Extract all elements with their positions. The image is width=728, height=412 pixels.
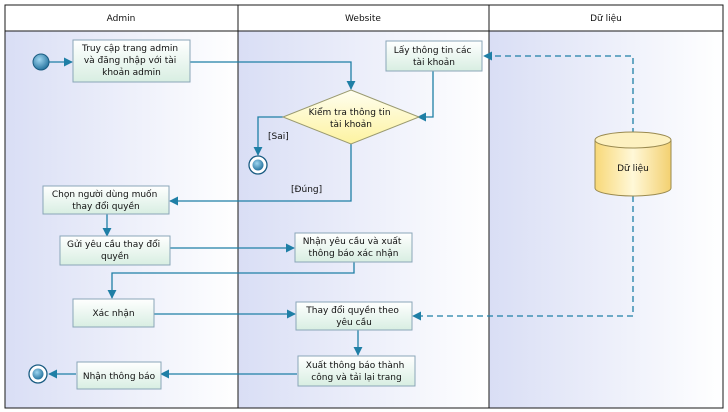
action-choose-user-text: Chọn người dùng muốn thay đổi quyền <box>52 189 160 212</box>
start-node <box>32 53 50 71</box>
action-receive-notice-box <box>76 361 162 390</box>
lane-admin-header <box>5 5 238 31</box>
lane-admin-title: Admin <box>107 14 136 24</box>
action-login-box <box>72 39 191 83</box>
action-choose-user-line-1: Chọn người dùng muốn <box>52 189 157 200</box>
datastore: Dữ liệu <box>594 131 672 197</box>
action-output-result-line-1: Xuất thông báo thành <box>306 360 405 371</box>
guard-true: [Đúng] <box>291 185 322 195</box>
flow-accounts-to-check <box>417 71 434 122</box>
decision-check-line-2: tài khoản <box>330 119 372 130</box>
action-confirm-line-1: Xác nhận <box>92 309 134 319</box>
action-change-permission: Thay đổi quyền theo yêu cầu <box>295 301 413 331</box>
action-send-request-line-1: Gửi yêu cầu thay đổi <box>67 239 160 250</box>
action-login-text: Truy cập trang admin và đăng nhập với tà… <box>81 44 181 78</box>
decision-check-line-1: Kiểm tra thông tin <box>309 107 391 118</box>
action-receive-notice: Nhận thông báo <box>76 361 162 390</box>
flow-check-to-end-false <box>253 116 283 156</box>
action-receive-request-line-1: Nhận yêu cầu và xuất <box>303 236 402 247</box>
action-login-line-3: khoản admin <box>102 67 161 78</box>
action-get-accounts-box <box>385 40 483 72</box>
action-receive-request-box <box>294 232 413 263</box>
lane-website-body <box>238 31 489 408</box>
datastore-body <box>594 140 672 197</box>
action-get-accounts-line-1: Lấy thông tin các <box>394 45 472 56</box>
flows <box>48 51 634 379</box>
action-output-result-line-2: công và tải lại trang <box>311 372 401 383</box>
action-receive-request-line-2: thông báo xác nhận <box>309 248 399 259</box>
action-send-request-box <box>59 235 171 266</box>
action-login-line-1: Truy cập trang admin <box>81 44 178 54</box>
action-change-permission-line-1: Thay đổi quyền theo <box>305 305 399 316</box>
action-send-request-line-2: quyền <box>101 251 129 262</box>
decision-check: Kiểm tra thông tin tài khoản <box>281 89 421 145</box>
lane-data-header <box>489 5 723 31</box>
end-node-final <box>28 364 48 384</box>
action-get-accounts: Lấy thông tin các tài khoản <box>385 40 483 72</box>
action-choose-user-box <box>42 185 170 215</box>
action-output-result-text: Xuất thông báo thành công và tải lại tra… <box>306 360 407 383</box>
action-send-request: Gửi yêu cầu thay đổi quyền <box>59 235 171 266</box>
lane-data-body <box>489 31 723 408</box>
action-confirm-text: Xác nhận <box>92 309 134 319</box>
action-receive-notice-line-1: Nhận thông báo <box>83 371 156 382</box>
flow-receive-to-confirm <box>107 262 355 299</box>
action-confirm: Xác nhận <box>72 298 155 328</box>
datastore-top <box>594 131 672 149</box>
action-receive-notice-text: Nhận thông báo <box>83 371 156 382</box>
action-output-result: Xuất thông báo thành công và tải lại tra… <box>297 355 416 387</box>
action-login-line-2: và đăng nhập với tài <box>84 55 176 66</box>
action-change-permission-line-2: yêu cầu <box>336 317 372 328</box>
action-send-request-text: Gửi yêu cầu thay đổi quyền <box>67 239 163 262</box>
flow-check-to-choose-true <box>169 144 352 206</box>
guard-false: [Sai] <box>268 132 289 142</box>
action-change-permission-box <box>295 301 413 331</box>
action-receive-request: Nhận yêu cầu và xuất thông báo xác nhận <box>294 232 413 263</box>
action-receive-request-text: Nhận yêu cầu và xuất thông báo xác nhận <box>303 236 405 259</box>
action-choose-user: Chọn người dùng muốn thay đổi quyền <box>42 185 170 215</box>
flow-login-to-check <box>190 61 356 90</box>
lane-website-title: Website <box>345 14 381 24</box>
action-get-accounts-line-2: tài khoản <box>413 57 455 68</box>
action-login: Truy cập trang admin và đăng nhập với tà… <box>72 39 191 83</box>
lanes-frame <box>4 4 724 409</box>
end-node-false <box>248 155 268 175</box>
lane-website-header <box>238 5 489 31</box>
action-output-result-box <box>297 355 416 387</box>
end-node-false-core <box>252 159 264 171</box>
action-get-accounts-text: Lấy thông tin các tài khoản <box>394 45 475 68</box>
action-confirm-box <box>72 298 155 328</box>
swimlanes: Admin Website Dữ liệu <box>4 4 724 409</box>
end-node-final-core <box>32 368 44 380</box>
action-change-permission-text: Thay đổi quyền theo yêu cầu <box>305 305 401 328</box>
decision-check-shape <box>281 89 421 145</box>
lane-admin-body <box>5 31 238 408</box>
decision-check-text: Kiểm tra thông tin tài khoản <box>309 107 394 130</box>
flow-datastore-to-change <box>412 196 634 321</box>
action-choose-user-line-2: thay đổi quyền <box>72 201 140 212</box>
datastore-label: Dữ liệu <box>617 163 649 174</box>
lane-data-title: Dữ liệu <box>590 13 622 24</box>
